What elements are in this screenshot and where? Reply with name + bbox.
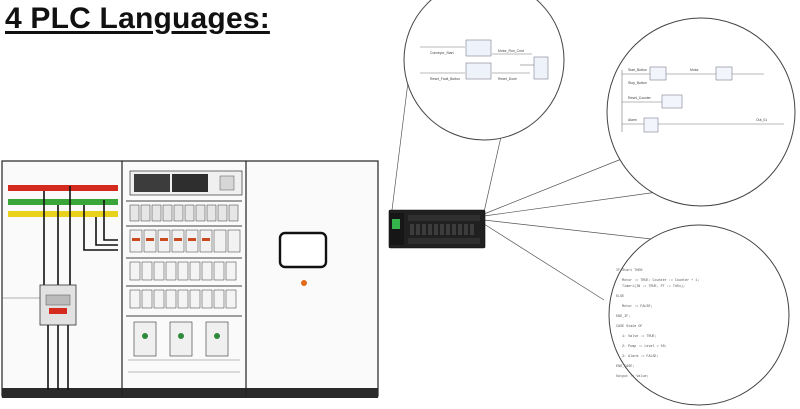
zoom-connector-lines bbox=[391, 81, 673, 301]
svg-text:2: Pump := Level > 50;: 2: Pump := Level > 50; bbox=[622, 344, 667, 349]
svg-text:END_IF;: END_IF; bbox=[616, 315, 630, 319]
electrical-cabinet bbox=[1, 160, 379, 398]
circuit-breaker bbox=[39, 284, 77, 326]
output-cables bbox=[47, 325, 69, 390]
svg-text:Reset_Fault_Button: Reset_Fault_Button bbox=[430, 77, 460, 81]
terminal-row bbox=[129, 204, 239, 222]
svg-text:Out_01: Out_01 bbox=[756, 118, 767, 122]
svg-text:Stop_Button: Stop_Button bbox=[628, 81, 647, 85]
din-rail-components bbox=[126, 170, 243, 373]
svg-text:Reset_Counter: Reset_Counter bbox=[628, 96, 652, 100]
svg-text:END_CASE;: END_CASE; bbox=[616, 365, 634, 369]
svg-text:Timer1(IN := TRUE, PT := T#5s): Timer1(IN := TRUE, PT := T#5s); bbox=[622, 284, 685, 289]
busbars bbox=[8, 185, 118, 217]
svg-text:CASE State OF: CASE State OF bbox=[616, 325, 642, 329]
power-cables bbox=[43, 186, 118, 285]
door-panel bbox=[278, 231, 328, 286]
svg-text:Motor: Motor bbox=[690, 68, 700, 72]
svg-text:IF Start THEN: IF Start THEN bbox=[616, 268, 642, 273]
zoom-circle-ladder: Start_Button Stop_Button Motor Reset_Cou… bbox=[606, 17, 796, 207]
zoom-circle-structured-text: IF Start THEN Motor := TRUE; Counter := … bbox=[608, 224, 790, 406]
svg-text:Conveyor_Start: Conveyor_Start bbox=[430, 51, 454, 55]
plc-controller bbox=[388, 209, 486, 249]
zoom-circle-function-block: Conveyor_Start Reset_Fault_Button Motor_… bbox=[403, 0, 565, 141]
svg-text:Start_Button: Start_Button bbox=[628, 68, 647, 72]
contactor-row bbox=[129, 261, 237, 281]
page-title: 4 PLC Languages: bbox=[5, 2, 270, 35]
svg-text:Alarm: Alarm bbox=[628, 118, 637, 122]
svg-text:Motor := TRUE; Counter := Coun: Motor := TRUE; Counter := Counter + 1; bbox=[622, 278, 699, 283]
svg-text:ELSE: ELSE bbox=[616, 295, 624, 299]
svg-text:Reset_Done: Reset_Done bbox=[498, 77, 517, 81]
svg-text:Motor := FALSE;: Motor := FALSE; bbox=[622, 304, 653, 309]
svg-text:1: Valve := TRUE;: 1: Valve := TRUE; bbox=[622, 334, 657, 339]
svg-text:Output := Value;: Output := Value; bbox=[616, 374, 649, 379]
svg-text:Motor_Run_Cmd: Motor_Run_Cmd bbox=[498, 49, 524, 53]
svg-text:3: Alarm := FALSE;: 3: Alarm := FALSE; bbox=[622, 354, 659, 359]
